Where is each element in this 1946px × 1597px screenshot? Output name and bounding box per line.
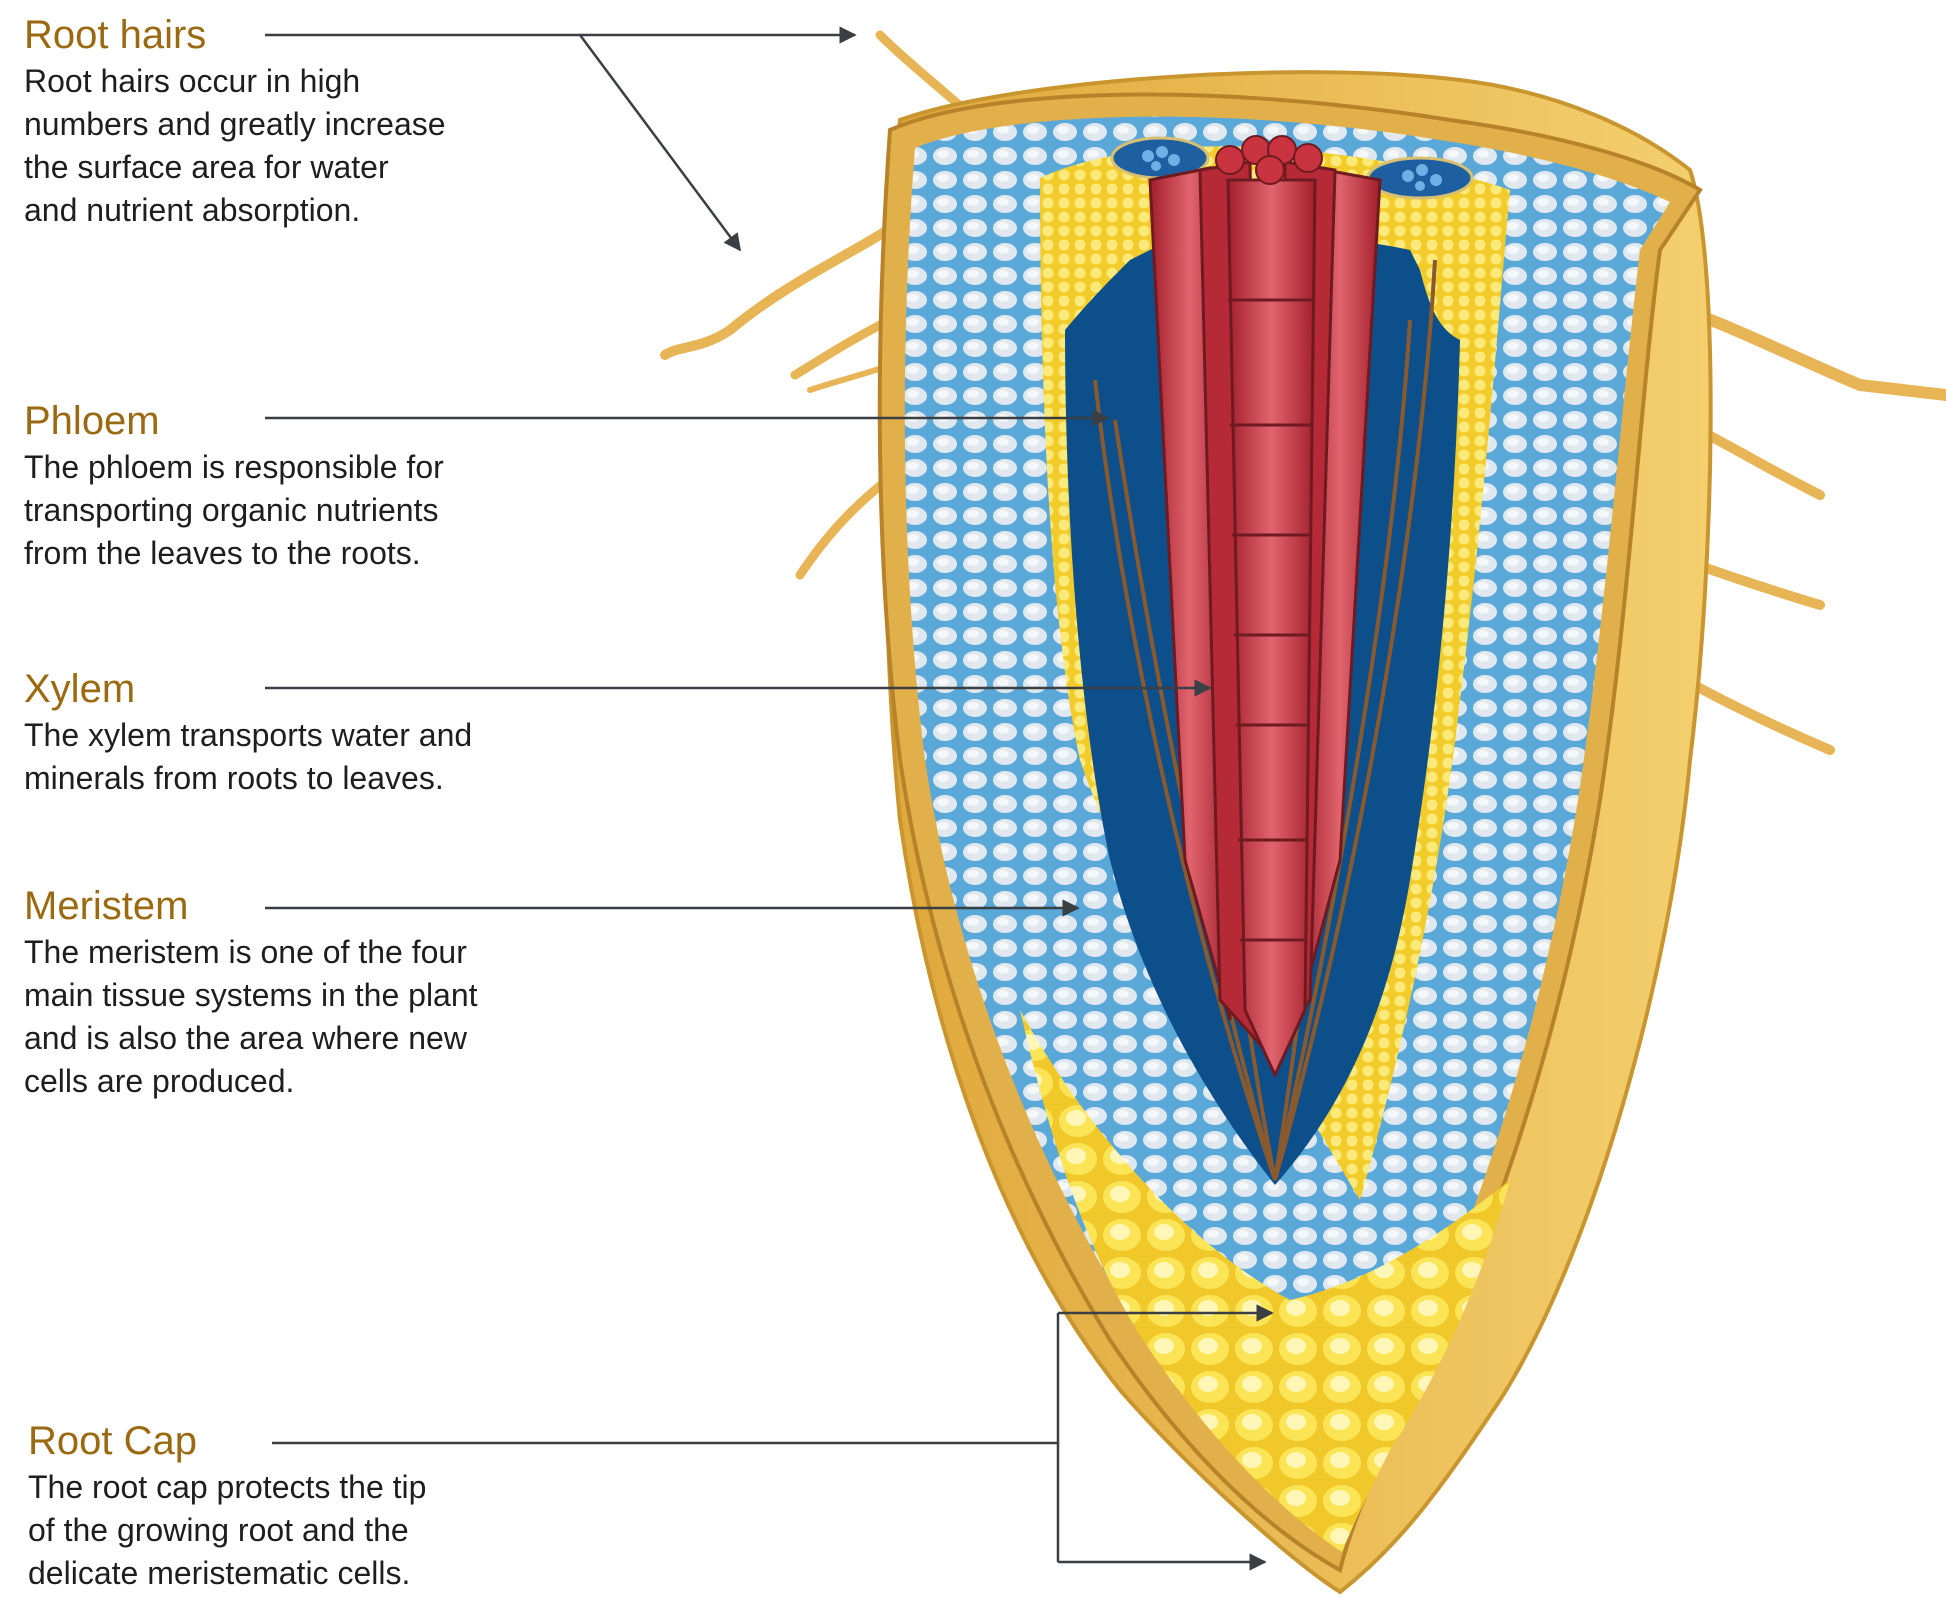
root-cap-leader: [272, 1313, 1058, 1562]
root-hairs-leader-diagonal: [580, 35, 740, 250]
